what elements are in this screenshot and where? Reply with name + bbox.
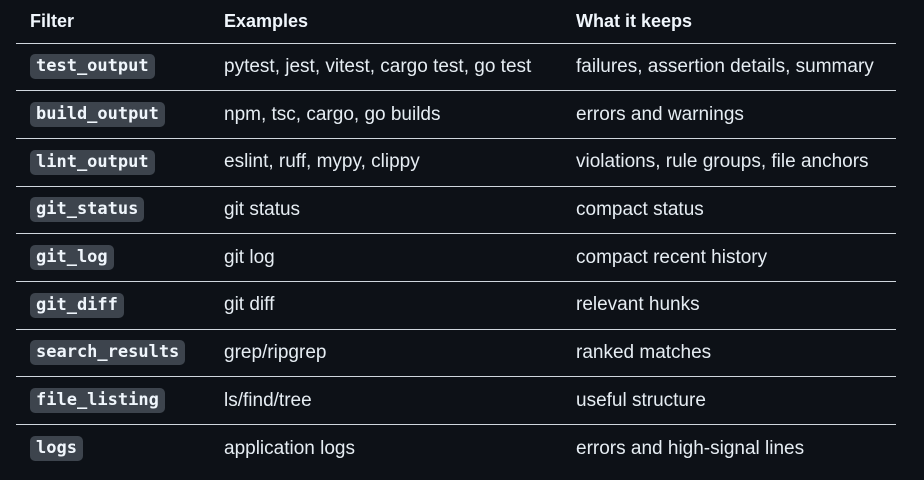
filter-code: build_output [30, 102, 165, 128]
table-row: search_results grep/ripgrep ranked match… [16, 329, 896, 378]
table-row: git_log git log compact recent history [16, 233, 896, 282]
keeps-cell: errors and high-signal lines [576, 437, 805, 459]
filter-code: search_results [30, 340, 186, 366]
filter-code: git_diff [30, 292, 124, 318]
examples-cell: application logs [224, 437, 355, 459]
keeps-cell: compact status [562, 186, 896, 235]
header-what-it-keeps: What it keeps [562, 0, 896, 44]
header-row: Filter Examples What it keeps [16, 0, 896, 44]
table-row: test_output pytest, jest, vitest, cargo … [16, 43, 896, 92]
filter-cell: git_status [16, 186, 210, 235]
filter-code: file_listing [30, 388, 165, 414]
filter-cell: logs [16, 425, 210, 473]
keeps-cell: relevant hunks [562, 281, 896, 330]
filter-cell: lint_output [16, 138, 210, 187]
filter-code: git_status [30, 197, 145, 223]
table-body: test_output pytest, jest, vitest, cargo … [16, 43, 896, 472]
examples-cell: ls/find/tree [210, 376, 562, 425]
examples-cell: git diff [210, 281, 562, 330]
table-row: lint_output eslint, ruff, mypy, clippy v… [16, 138, 896, 187]
table-row: logs application logs errors and high-si… [16, 425, 896, 473]
keeps-cell: ranked matches [562, 329, 896, 378]
keeps-cell: useful structure [562, 376, 896, 425]
filter-cell: file_listing [16, 376, 210, 425]
filter-code: logs [30, 436, 83, 462]
keeps-cell: compact recent history [562, 233, 896, 282]
filter-table-container: Filter Examples What it keeps test_outpu… [16, 0, 896, 472]
table-row: git_status git status compact status [16, 186, 896, 235]
examples-cell: git status [210, 186, 562, 235]
table-header: Filter Examples What it keeps [16, 0, 896, 44]
filter-cell: git_diff [16, 281, 210, 330]
table-row: file_listing ls/find/tree useful structu… [16, 376, 896, 425]
filter-cell: git_log [16, 233, 210, 282]
header-filter: Filter [16, 0, 210, 44]
examples-cell: eslint, ruff, mypy, clippy [210, 138, 562, 187]
examples-cell: pytest, jest, vitest, cargo test, go tes… [210, 43, 562, 92]
filter-code: lint_output [30, 149, 155, 175]
keeps-cell: violations, rule groups, file anchors [562, 138, 896, 187]
examples-cell: npm, tsc, cargo, go builds [210, 90, 562, 139]
keeps-cell: failures, assertion details, summary [562, 43, 896, 92]
examples-cell: git log [210, 233, 562, 282]
examples-cell: grep/ripgrep [210, 329, 562, 378]
filter-table: Filter Examples What it keeps test_outpu… [16, 0, 896, 472]
table-row: build_output npm, tsc, cargo, go builds … [16, 90, 896, 139]
filter-cell: build_output [16, 90, 210, 139]
filter-code: git_log [30, 245, 114, 271]
filter-cell: search_results [16, 329, 210, 378]
table-row: git_diff git diff relevant hunks [16, 281, 896, 330]
filter-code: test_output [30, 54, 155, 80]
keeps-cell: errors and warnings [562, 90, 896, 139]
filter-cell: test_output [16, 43, 210, 92]
header-examples: Examples [210, 0, 562, 44]
